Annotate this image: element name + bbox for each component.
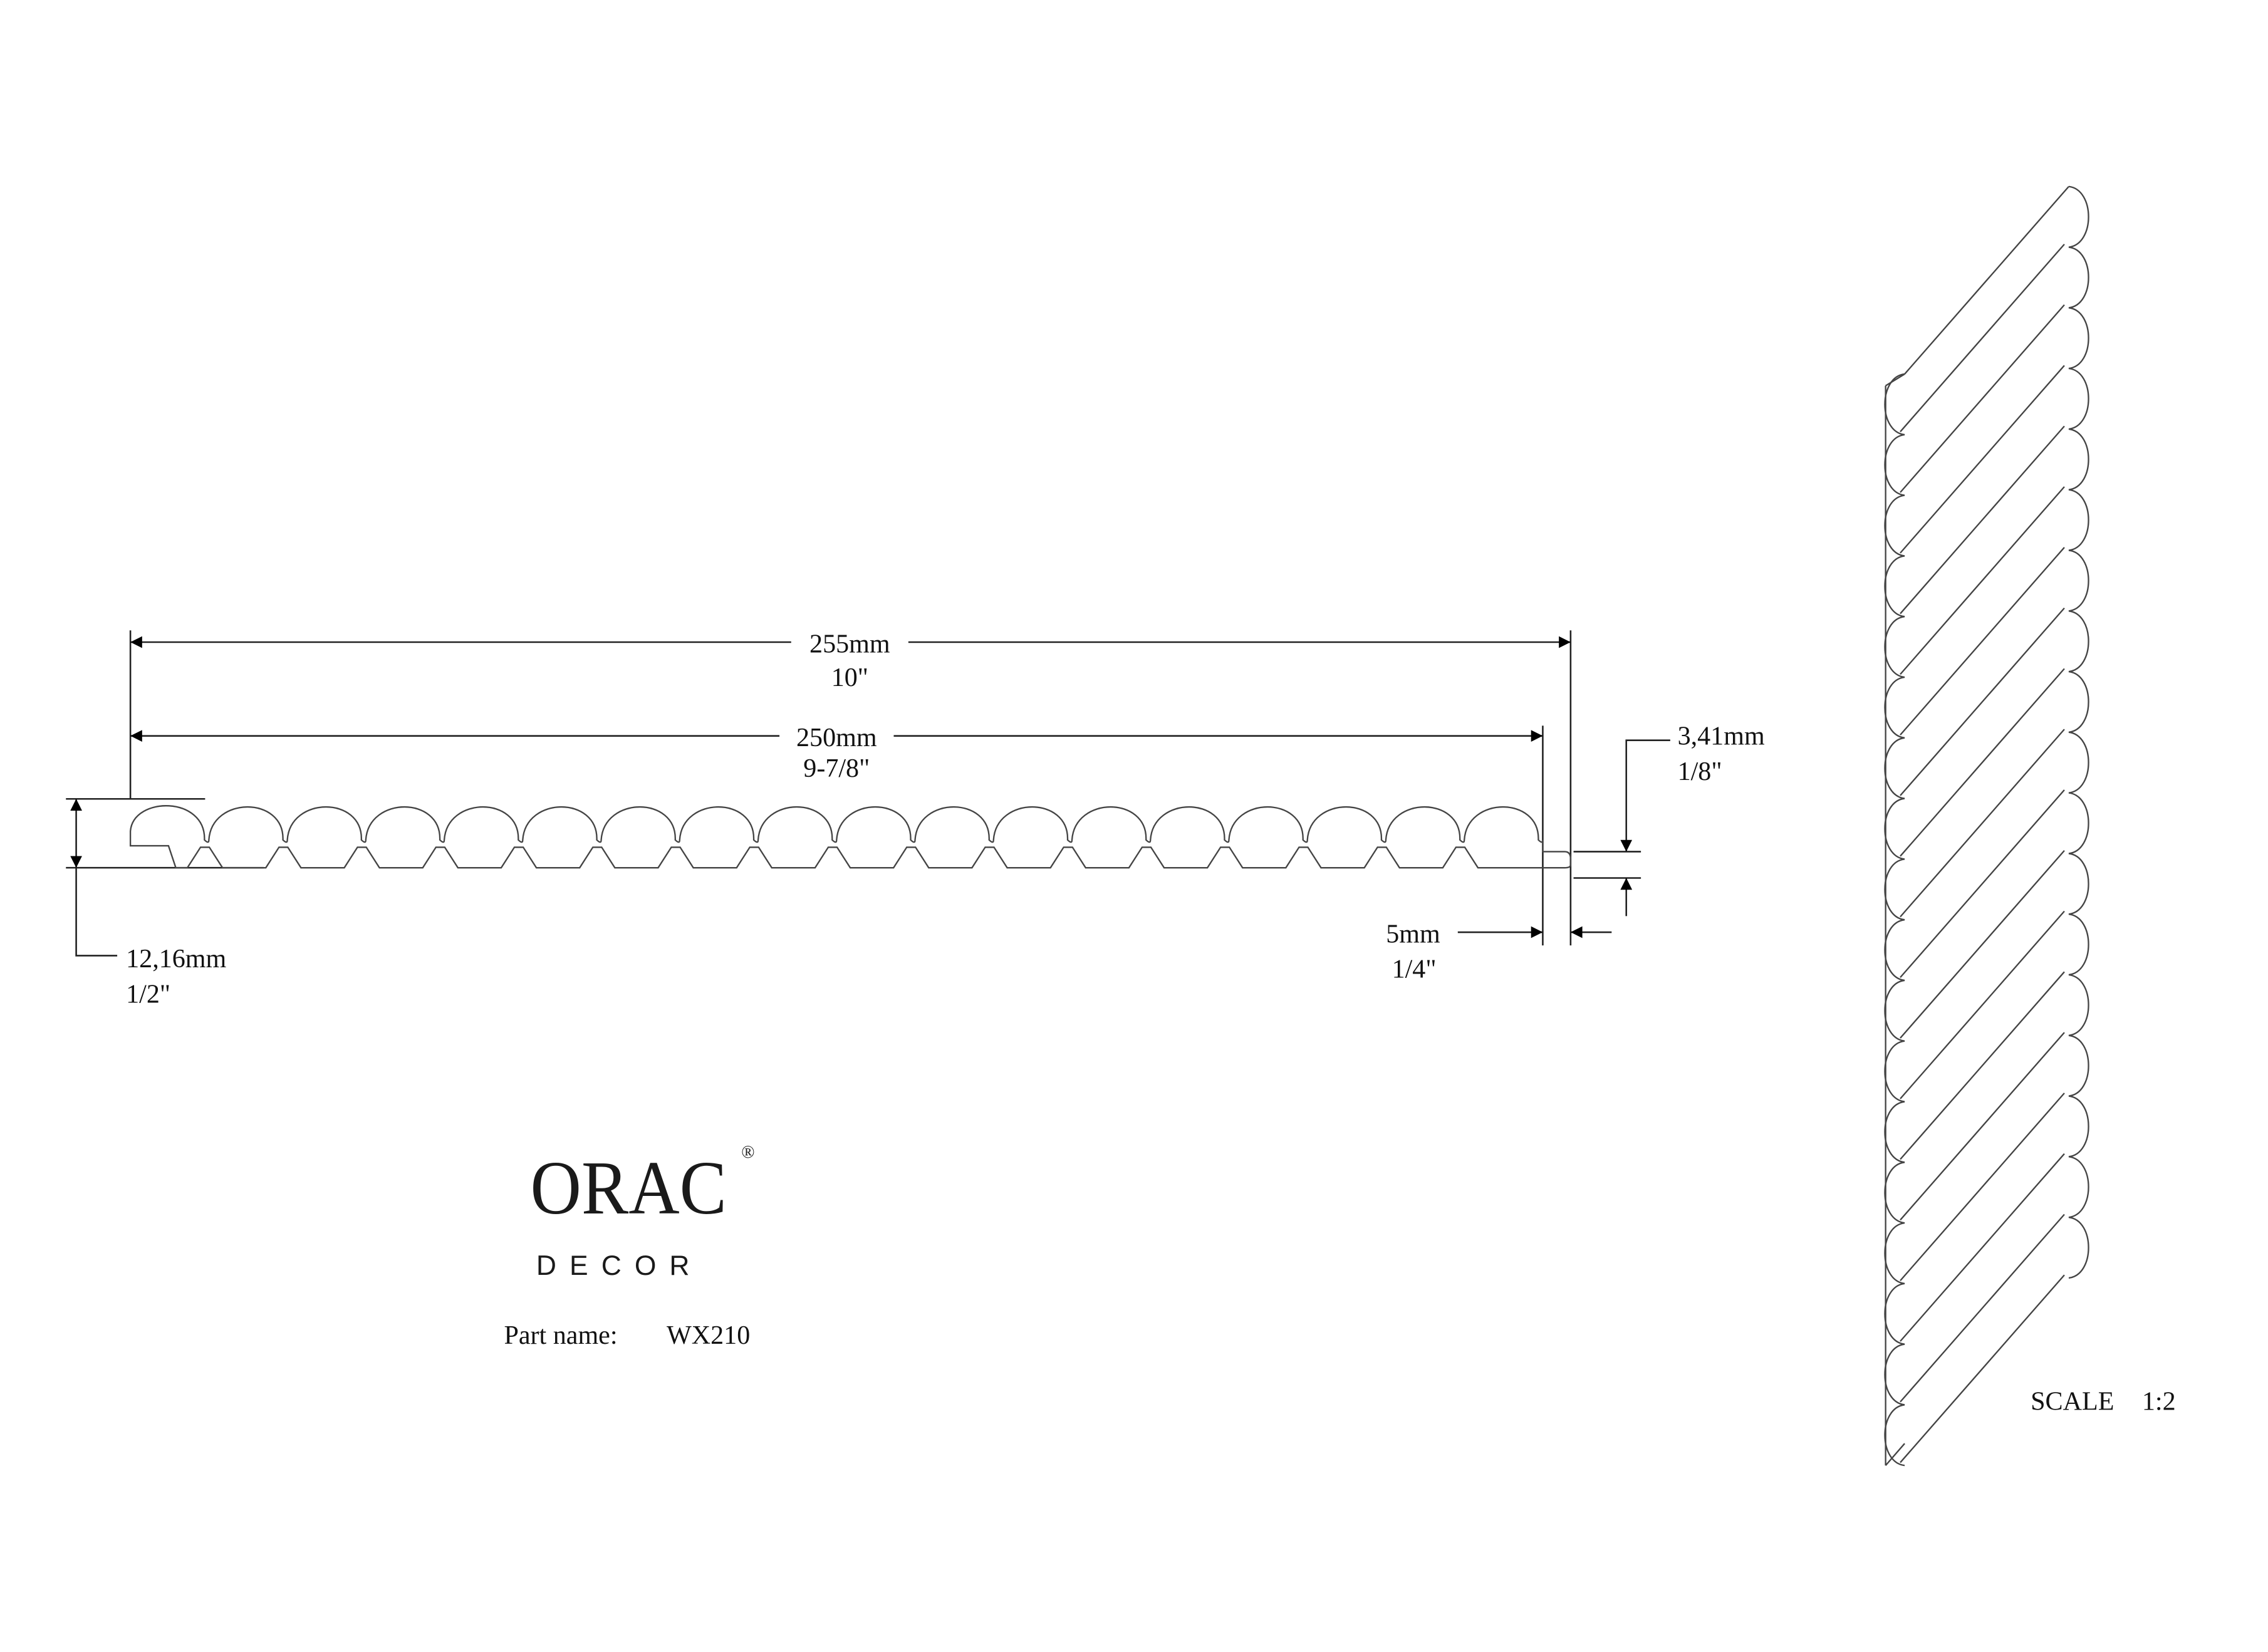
overall-width-inch: 10" xyxy=(831,663,868,692)
dimension-tongue-length: 5mm 1/4" xyxy=(1386,919,1612,984)
tongue-length-inch: 1/4" xyxy=(1392,955,1437,984)
flute-edge-line xyxy=(1900,668,2065,857)
part-name-label: Part name: xyxy=(504,1321,617,1350)
tongue-thickness-mm: 3,41mm xyxy=(1678,722,1765,751)
flute-edge-line xyxy=(1900,971,2065,1160)
panel-right-edge xyxy=(2068,185,2089,1279)
flute-edge-line xyxy=(1900,304,2065,493)
orac-decor-logo: ORAC ® DECOR xyxy=(531,1143,755,1281)
scale-value: 1:2 xyxy=(2142,1386,2176,1416)
logo-sub: DECOR xyxy=(536,1250,703,1281)
panel-left-edge xyxy=(1884,373,1905,1467)
face-width-mm: 250mm xyxy=(796,723,877,752)
flute-edge-line xyxy=(1900,729,2065,918)
flute-edge-line xyxy=(1900,1032,2065,1221)
flute-edge-line xyxy=(1900,547,2065,735)
flute-edge-line xyxy=(1900,1093,2065,1281)
dimension-tongue-thickness: 3,41mm 1/8" xyxy=(1620,722,1765,917)
panel-edges xyxy=(1885,185,2069,1467)
overall-width-mm: 255mm xyxy=(809,629,890,658)
flute-edge-line xyxy=(1900,244,2065,432)
logo-brand: ORAC xyxy=(531,1146,727,1230)
dimension-face-width: 250mm 9-7/8" xyxy=(130,723,1543,783)
flute-edge-line xyxy=(1900,910,2065,1099)
dimension-overall-width: 255mm 10" xyxy=(130,629,1571,692)
flute-edge-line xyxy=(1900,425,2065,615)
flute-edge-line xyxy=(1900,1274,2065,1463)
panel-3d-view xyxy=(1884,185,2089,1467)
flute-edge-line xyxy=(1900,365,2065,554)
flute-edge-line xyxy=(1900,849,2065,1039)
flute-edge-line xyxy=(1900,1213,2065,1403)
part-name-value: WX210 xyxy=(667,1321,750,1350)
dimension-thickness: 12,16mm 1/2" xyxy=(70,799,227,1009)
tongue-thickness-inch: 1/8" xyxy=(1678,757,1722,786)
profile-cross-section xyxy=(129,805,1572,869)
flute-edge-line xyxy=(1900,789,2065,979)
tongue-length-mm: 5mm xyxy=(1386,919,1440,948)
thickness-mm: 12,16mm xyxy=(126,944,226,974)
scale-label: SCALE xyxy=(2031,1386,2114,1416)
logo-registered: ® xyxy=(741,1143,754,1162)
flute-edge-line xyxy=(1900,486,2065,675)
thickness-inch: 1/2" xyxy=(126,979,170,1009)
flute-edge-line xyxy=(1900,1153,2065,1342)
flute-edge-line xyxy=(1900,607,2065,796)
face-width-inch: 9-7/8" xyxy=(803,754,870,783)
extension-lines xyxy=(66,630,1641,946)
